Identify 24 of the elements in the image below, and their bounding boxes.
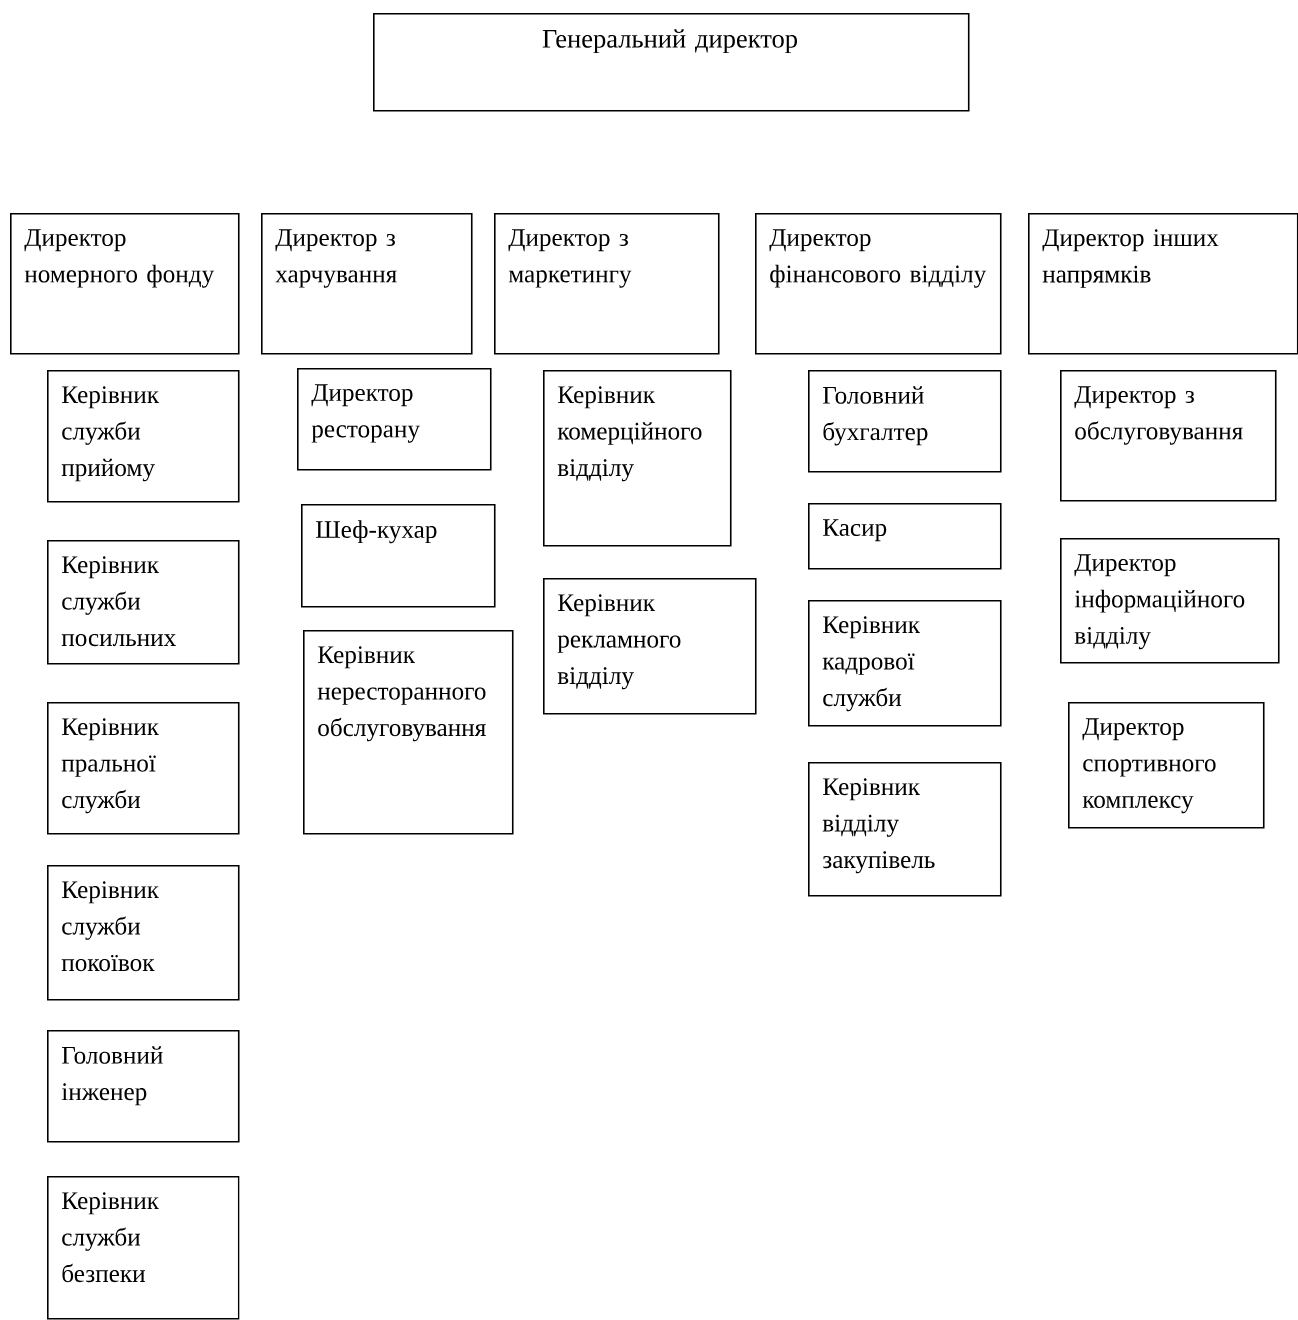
org-box: Керівник кадрової служби [808, 600, 1002, 727]
org-box: Директор номерного фонду [10, 213, 240, 355]
org-box: Директор ресторану [297, 368, 492, 471]
org-box: Керівник служби посильних [47, 540, 240, 665]
org-box: Генеральний директор [373, 13, 970, 112]
org-box: Директор фінансового відділу [755, 213, 1002, 355]
org-box: Директор спортивного комплексу [1068, 702, 1265, 829]
org-box: Касир [808, 503, 1002, 570]
org-box: Керівник пральної служби [47, 702, 240, 835]
org-box: Головний інженер [47, 1030, 240, 1143]
org-box: Керівник відділу закупівель [808, 762, 1002, 897]
org-box: Шеф-кухар [301, 504, 496, 608]
org-box: Директор з маркетингу [494, 213, 720, 355]
org-box: Директор з харчування [261, 213, 473, 355]
org-box: Керівник служби покоївок [47, 865, 240, 1001]
org-box: Керівник служби прийому [47, 370, 240, 503]
org-box: Директор з обслуговування [1060, 370, 1277, 502]
org-box: Керівник рекламного відділу [543, 578, 757, 715]
org-box: Директор інформаційного відділу [1060, 538, 1280, 664]
org-box: Директор інших напрямків [1028, 213, 1298, 355]
org-box: Керівник нересторанного обслуговування [303, 630, 514, 835]
org-box: Головний бухгалтер [808, 370, 1002, 473]
org-box: Керівник служби безпеки [47, 1176, 240, 1320]
org-box: Керівник комерційного відділу [543, 370, 732, 547]
